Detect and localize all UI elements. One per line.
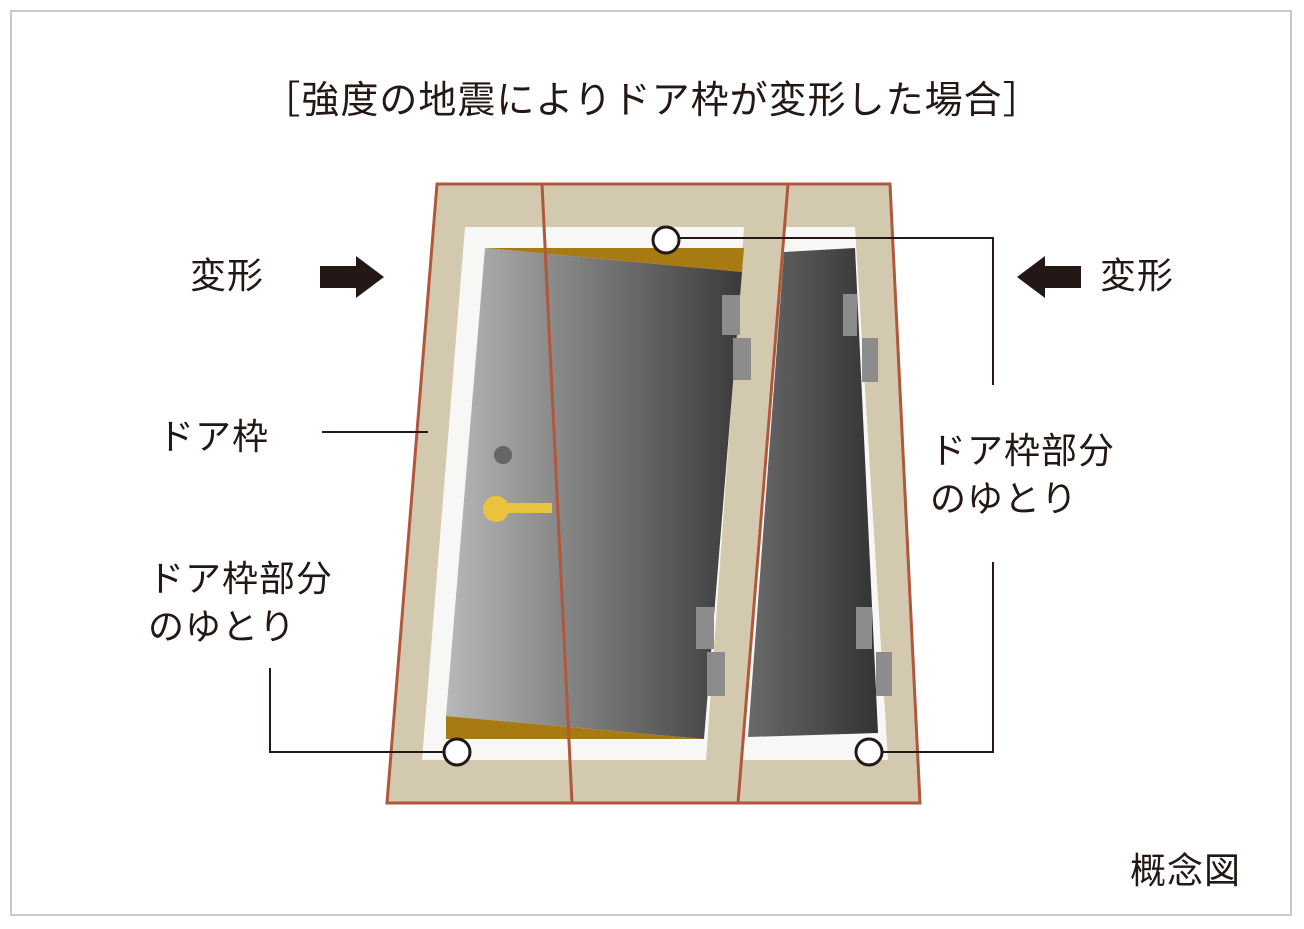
gap-label-left-line2: のゆとり	[148, 607, 297, 648]
door-leaf-right	[748, 248, 878, 737]
gap-marker-bottom-right	[854, 737, 884, 767]
door-frame-label: ドア枠	[158, 417, 270, 458]
door-handle-icon	[483, 496, 552, 522]
door-leaf-left	[446, 248, 742, 739]
deform-label-left: 変形	[190, 256, 265, 297]
hinge-plates-right	[843, 294, 892, 696]
leader-gap-top	[680, 237, 994, 385]
gap-gold-top	[485, 248, 744, 272]
gap-label-right: ドア枠部分 のゆとり	[930, 428, 1115, 524]
gap-marker-top	[651, 225, 681, 255]
gap-label-left-line1: ドア枠部分	[148, 559, 334, 600]
leader-gap-right	[883, 562, 994, 753]
gap-marker-bottom-left	[442, 737, 472, 767]
frame-line-left	[540, 183, 574, 804]
gap-label-right-line1: ドア枠部分	[930, 431, 1116, 472]
figure-title: ［強度の地震によりドア枠が変形した場合］	[262, 78, 1042, 122]
hinge-plates-left	[696, 295, 751, 696]
arrow-right-icon	[320, 256, 384, 298]
keyhole-icon	[494, 446, 512, 464]
frame-line-right	[736, 183, 790, 804]
concept-label: 概念図	[1130, 851, 1242, 892]
gap-label-left: ドア枠部分 のゆとり	[148, 556, 333, 652]
leader-gap-left	[269, 668, 444, 753]
gap-label-right-line2: のゆとり	[930, 479, 1079, 520]
deform-label-right: 変形	[1100, 256, 1175, 297]
figure-border	[10, 10, 1292, 916]
arrow-left-icon	[1017, 256, 1081, 298]
